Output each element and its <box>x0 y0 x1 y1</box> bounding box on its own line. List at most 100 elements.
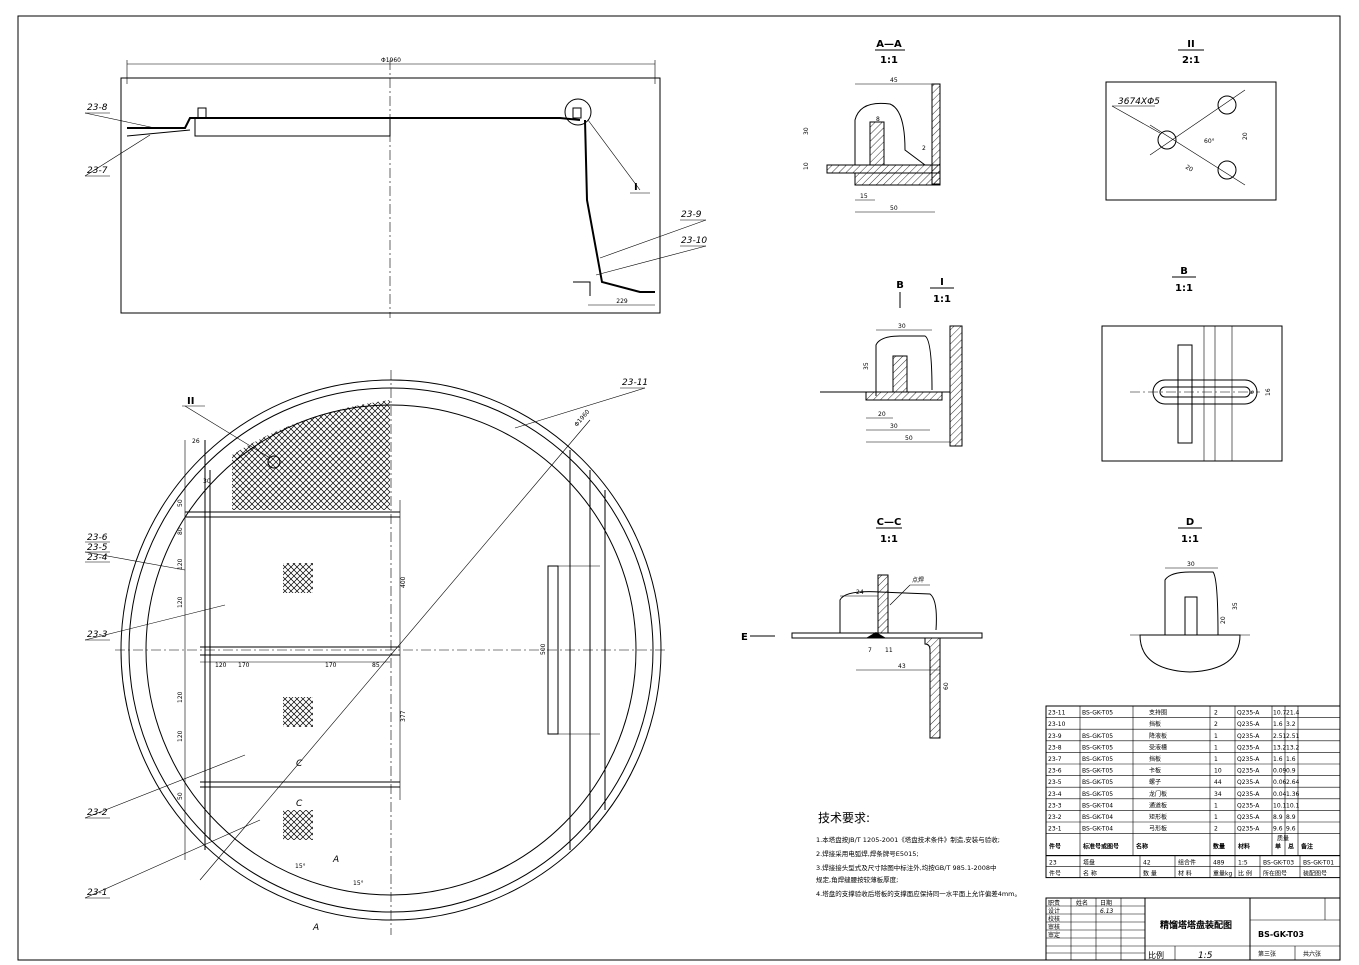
section-mark-c-2: C <box>296 799 303 809</box>
cc-title: C—C <box>877 517 902 528</box>
ii-dim-0: 20 <box>1242 132 1249 140</box>
assembly-cell: BS-GK-T01 <box>1303 860 1334 867</box>
ii-scale: 2:1 <box>1182 55 1200 66</box>
parts-cell: 9.6 <box>1286 826 1296 833</box>
plan-angle-0: 15° <box>295 863 306 870</box>
parts-cell: 10.1 <box>1286 802 1300 809</box>
parts-cell: 1 <box>1214 733 1218 740</box>
parts-cell: Q235-A <box>1237 744 1260 751</box>
plan-dim-right-2: 500 <box>540 643 547 655</box>
i-dim-3: 30 <box>890 423 898 430</box>
detail-i: I 1:1 B 30 35 20 30 50 <box>820 277 963 447</box>
parts-header-cell: 标准号或图号 <box>1082 843 1119 851</box>
assembly-cell: 组合件 <box>1178 859 1196 867</box>
callout-23-8: 23-8 <box>87 103 108 113</box>
plan-dim-row-2: 170 <box>325 662 337 669</box>
parts-cell: 23-5 <box>1048 779 1062 786</box>
section-mark-c-1: C <box>296 759 303 769</box>
aa-dim-4: 15 <box>860 193 868 200</box>
parts-cell: BS-GK-T04 <box>1082 802 1113 809</box>
parts-cell: Q235-A <box>1237 779 1260 786</box>
role-0: 职责 <box>1048 899 1060 907</box>
parts-cell: 弓形板 <box>1149 825 1167 833</box>
parts-cell: 卡板 <box>1149 767 1161 775</box>
parts-cell: Q235-A <box>1237 826 1260 833</box>
parts-cell: 挡板 <box>1149 720 1161 728</box>
parts-cell: 23-6 <box>1048 768 1062 775</box>
cc-dim-3: 43 <box>898 663 906 670</box>
sheet-total: 共六张 <box>1303 950 1321 958</box>
assembly-cell: 23 <box>1049 860 1057 867</box>
parts-cell: BS-GK-T05 <box>1082 710 1113 717</box>
parts-cell: BS-GK-T05 <box>1082 768 1113 775</box>
d-dim-1: 20 <box>1220 616 1227 624</box>
plan-dim-row-1: 170 <box>238 662 250 669</box>
parts-cell: 13.2 <box>1286 744 1300 751</box>
assembly-header-cell: 材 料 <box>1178 870 1192 878</box>
parts-cell: 10 <box>1214 768 1222 775</box>
aa-dim-0: 45 <box>890 77 898 84</box>
parts-cell: 2.51 <box>1286 733 1300 740</box>
parts-cell: Q235-A <box>1237 768 1260 775</box>
parts-cell: 0.09 <box>1273 768 1287 775</box>
parts-header-cell: 名称 <box>1136 843 1148 851</box>
cc-weld: 点焊 <box>912 576 924 584</box>
i-dim-2: 20 <box>878 411 886 418</box>
parts-cell: Q235-A <box>1237 791 1260 798</box>
assembly-header-cell: 比 例 <box>1238 870 1252 878</box>
parts-cell: 8.9 <box>1273 814 1283 821</box>
parts-cell: 9.6 <box>1273 826 1283 833</box>
parts-cell: BS-GK-T05 <box>1082 744 1113 751</box>
aa-dim-5: 50 <box>890 205 898 212</box>
plan-dim-left-5: 120 <box>177 596 184 608</box>
parts-cell: 34 <box>1214 791 1222 798</box>
parts-cell: 0.06 <box>1273 779 1287 786</box>
top-overall-dim: Φ1960 <box>381 57 401 64</box>
section-mark-a-1: A <box>332 855 339 865</box>
tech-heading: 技术要求: <box>818 811 870 825</box>
i-dim-4: 50 <box>905 435 913 442</box>
cc-scale: 1:1 <box>880 534 898 545</box>
parts-cell: 通道板 <box>1149 801 1167 809</box>
detail-b: B 1:1 6 16 <box>1101 266 1283 462</box>
parts-cell: BS-GK-T05 <box>1082 791 1113 798</box>
tech-line-1: 1.本塔盘按JB/T 1205-2001《塔盘技术条件》制造,安装与验收; <box>816 835 1000 844</box>
callout-23-1: 23-1 <box>87 888 107 898</box>
assembly-cell: 塔盘 <box>1083 859 1095 867</box>
plan-dia: Φ1960 <box>573 408 591 428</box>
plan-dim-left-4: 120 <box>177 558 184 570</box>
callout-23-7: 23-7 <box>87 166 108 176</box>
plan-dim-row-0: 120 <box>215 662 227 669</box>
role-4: 审定 <box>1048 931 1060 939</box>
parts-cell: 21.4 <box>1286 710 1300 717</box>
top-dim-229: 229 <box>616 298 628 305</box>
cc-dim-0: 24 <box>856 589 864 596</box>
sheet-border <box>17 15 1341 961</box>
date-label: 日期 <box>1100 899 1112 907</box>
b-dim-0: 6 <box>1249 390 1256 394</box>
callout-23-2: 23-2 <box>87 808 108 818</box>
parts-cell: 矩形板 <box>1149 813 1167 821</box>
parts-header-cell: 材料 <box>1237 843 1250 851</box>
drawing-title: 精馏塔塔盘装配图 <box>1160 919 1232 931</box>
i-dim-1: 35 <box>863 362 870 370</box>
assembly-cell: 489 <box>1213 860 1225 867</box>
parts-cell: BS-GK-T05 <box>1082 733 1113 740</box>
role-3: 审核 <box>1048 923 1060 931</box>
parts-cell: 23-9 <box>1048 733 1062 740</box>
parts-cell: 支持圈 <box>1149 709 1167 717</box>
section-mark-a-2: A <box>312 923 319 933</box>
title-block: 职责 设计 校核 审核 审定 姓名 日期 6.13 精馏塔塔盘装配图 BS-GK… <box>1045 897 1341 961</box>
parts-cell: 1.6 <box>1286 756 1296 763</box>
plan-dim-right-0: 400 <box>400 576 407 588</box>
parts-cell: 1 <box>1214 814 1218 821</box>
ii-title: II <box>1187 39 1194 50</box>
role-2: 校核 <box>1048 915 1060 923</box>
plan-dim-left-2: 50 <box>177 499 184 507</box>
aa-dim-6: 2 <box>922 145 926 152</box>
plan-view: Φ1960 23-6 23-5 23-4 23-3 23-2 23-1 23-1… <box>84 370 665 935</box>
scale-label: 比例 <box>1148 950 1164 960</box>
parts-cell: 挡板 <box>1149 755 1161 763</box>
d-scale: 1:1 <box>1181 534 1199 545</box>
